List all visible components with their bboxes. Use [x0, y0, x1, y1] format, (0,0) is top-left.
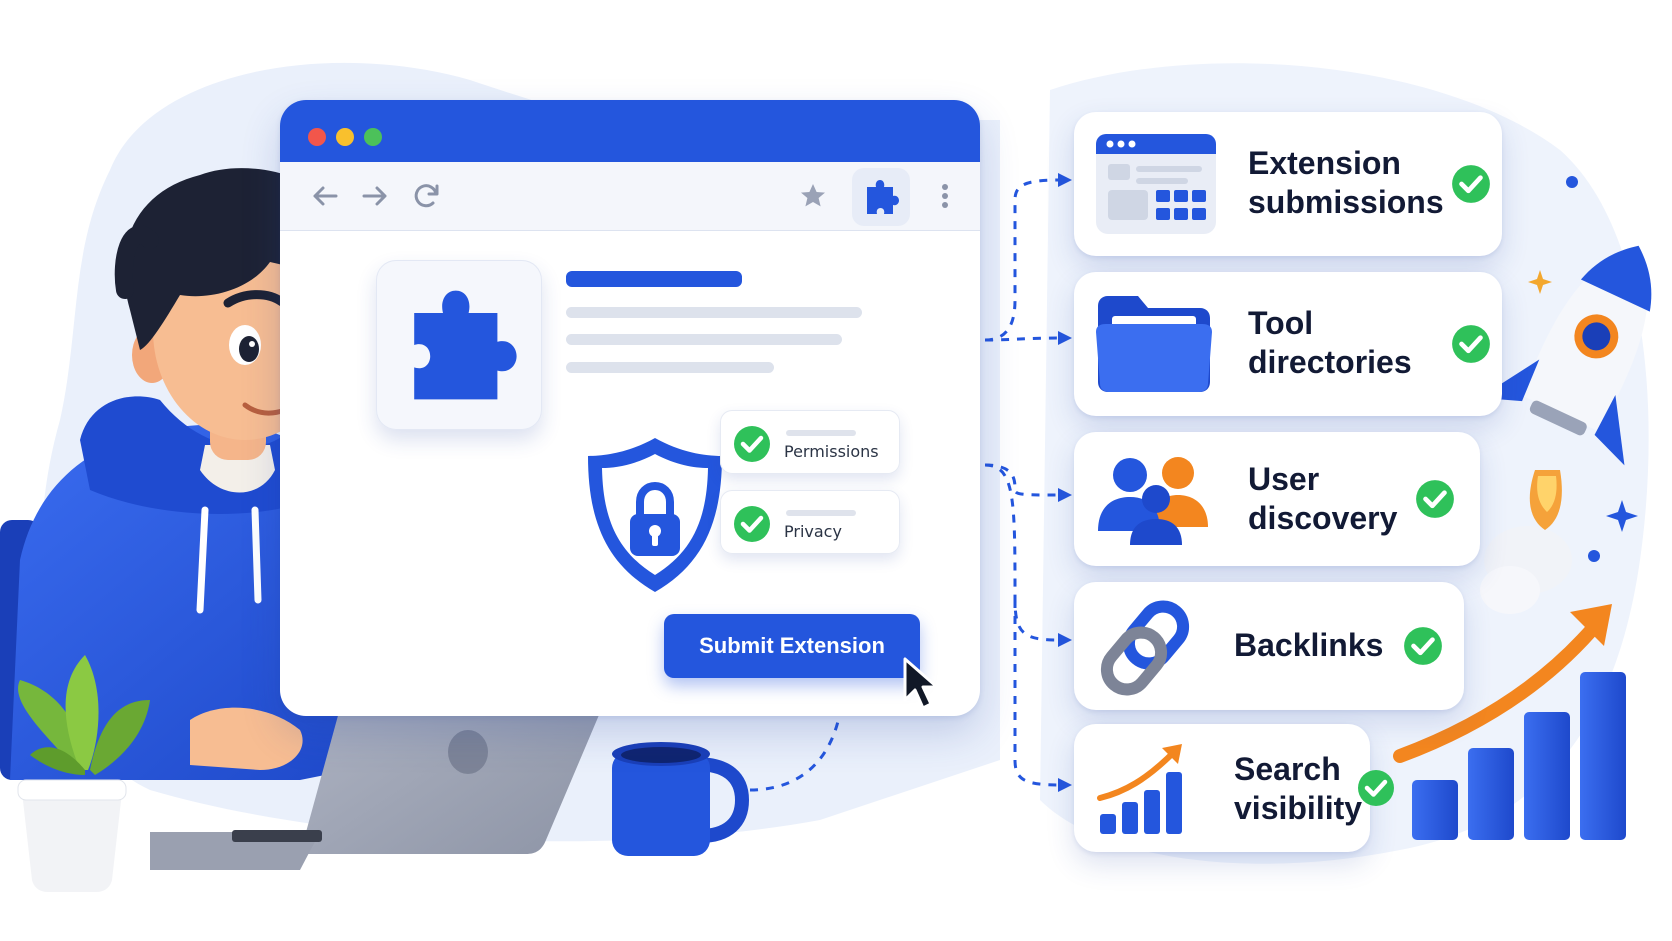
feature-connectors: [984, 178, 1061, 787]
check-icon: [1452, 165, 1490, 203]
checklist-placeholder-line: [786, 430, 856, 436]
folder-icon: [1096, 296, 1212, 392]
window-minimize-dot[interactable]: [336, 128, 354, 146]
typing-hand: [190, 707, 303, 770]
mouse-cursor-icon: [903, 657, 939, 710]
feature-card-backlinks: Backlinks: [1074, 582, 1464, 710]
connector-mug-to-button: [749, 699, 844, 792]
window-maximize-dot[interactable]: [364, 128, 382, 146]
check-icon: [1452, 325, 1490, 363]
sparkle-blue: [1606, 500, 1638, 532]
extension-preview-card: [376, 260, 542, 430]
star-icon[interactable]: [796, 179, 830, 213]
users-icon: [1098, 457, 1208, 545]
text-placeholder-bar: [566, 362, 774, 373]
reload-icon[interactable]: [410, 179, 444, 213]
check-icon: [1358, 770, 1394, 806]
feature-label: Extension submissions: [1248, 145, 1444, 220]
checklist-label: Permissions: [784, 442, 879, 461]
check-icon: [1416, 480, 1454, 518]
feature-label: Backlinks: [1234, 627, 1384, 663]
checklist-item-permissions: Permissions: [720, 410, 900, 474]
coffee-mug: [612, 742, 750, 856]
puzzle-icon: [867, 180, 899, 214]
forward-arrow-icon[interactable]: [358, 179, 392, 213]
chain-link-icon: [1100, 600, 1190, 696]
checklist-placeholder-line: [786, 510, 856, 516]
potted-plant: [17, 655, 150, 892]
title-placeholder-bar: [566, 271, 742, 287]
growth-bars-illustration: [1393, 604, 1626, 840]
shield-lock-icon: [588, 438, 722, 592]
text-placeholder-bar: [566, 334, 842, 345]
feature-card-search-visibility: Search visibility: [1074, 724, 1394, 852]
connector-arrowheads: [1058, 173, 1072, 792]
growth-chart-icon: [1097, 744, 1182, 834]
feature-label: Tool directories: [1248, 305, 1412, 380]
window-close-dot[interactable]: [308, 128, 326, 146]
browser-titlebar: [280, 100, 980, 162]
feature-label: Search visibility: [1234, 751, 1363, 826]
feature-card-tool-directories: Tool directories: [1074, 272, 1502, 416]
check-icon: [734, 426, 770, 462]
checklist-item-privacy: Privacy: [720, 490, 900, 554]
submit-extension-button[interactable]: Submit Extension: [664, 614, 920, 678]
kebab-menu-icon[interactable]: [928, 179, 962, 213]
feature-card-extension-submissions: Extension submissions: [1074, 112, 1502, 256]
feature-label: User discovery: [1248, 461, 1398, 536]
check-icon: [1404, 627, 1442, 665]
plant-pot: [22, 792, 122, 892]
extension-puzzle-button[interactable]: [852, 168, 910, 226]
back-arrow-icon[interactable]: [308, 179, 342, 213]
browser-window: Permissions Privacy Submit Extension: [280, 100, 980, 716]
puzzle-icon: [414, 290, 517, 400]
feature-card-user-discovery: User discovery: [1074, 432, 1480, 566]
browser-grid-icon: [1096, 134, 1216, 234]
check-icon: [734, 506, 770, 542]
checklist-label: Privacy: [784, 522, 842, 541]
sparkle-orange: [1528, 270, 1552, 294]
browser-toolbar: [280, 162, 980, 231]
text-placeholder-bar: [566, 307, 862, 318]
